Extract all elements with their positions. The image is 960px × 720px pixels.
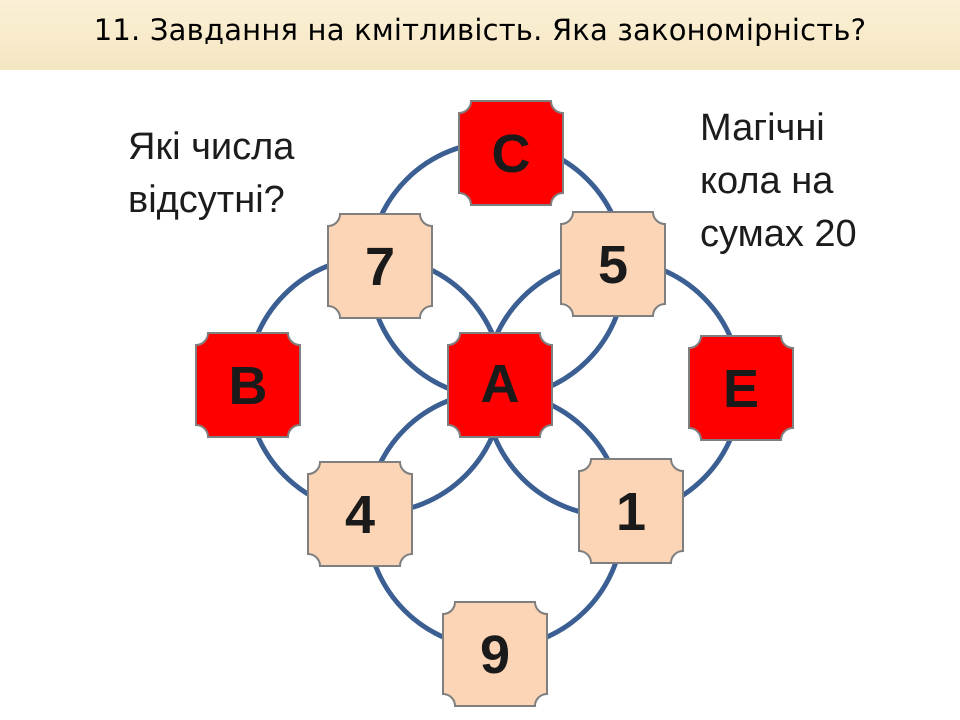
node-a: A — [447, 332, 553, 438]
node-4-label: 4 — [345, 485, 375, 545]
node-1-label: 1 — [616, 482, 646, 542]
question-line-2: відсутні? — [128, 179, 285, 221]
node-b-label: B — [229, 356, 268, 416]
node-7: 7 — [327, 213, 433, 319]
node-4: 4 — [307, 461, 413, 567]
node-9-label: 9 — [480, 625, 510, 685]
title-bar: 11. Завдання на кмітливість. Яка законом… — [0, 0, 960, 70]
node-e: E — [688, 335, 794, 441]
question-line-1: Які числа — [128, 126, 295, 168]
node-5: 5 — [560, 211, 666, 317]
node-c-label: C — [492, 124, 531, 184]
rule-note: Магічні кола на сумах 20 — [700, 102, 857, 261]
node-1: 1 — [578, 458, 684, 564]
node-e-label: E — [723, 359, 759, 419]
rule-line-1: Магічні — [700, 107, 825, 149]
page-title: 11. Завдання на кмітливість. Яка законом… — [93, 13, 867, 47]
node-c: C — [458, 100, 564, 206]
node-9: 9 — [442, 601, 548, 707]
node-b: B — [195, 332, 301, 438]
node-a-label: A — [481, 354, 520, 414]
question-note: Які числа відсутні? — [128, 121, 294, 227]
node-7-label: 7 — [365, 237, 395, 297]
rule-line-2: кола на — [700, 160, 834, 202]
rule-line-3: сумах 20 — [700, 213, 857, 255]
node-5-label: 5 — [598, 235, 628, 295]
